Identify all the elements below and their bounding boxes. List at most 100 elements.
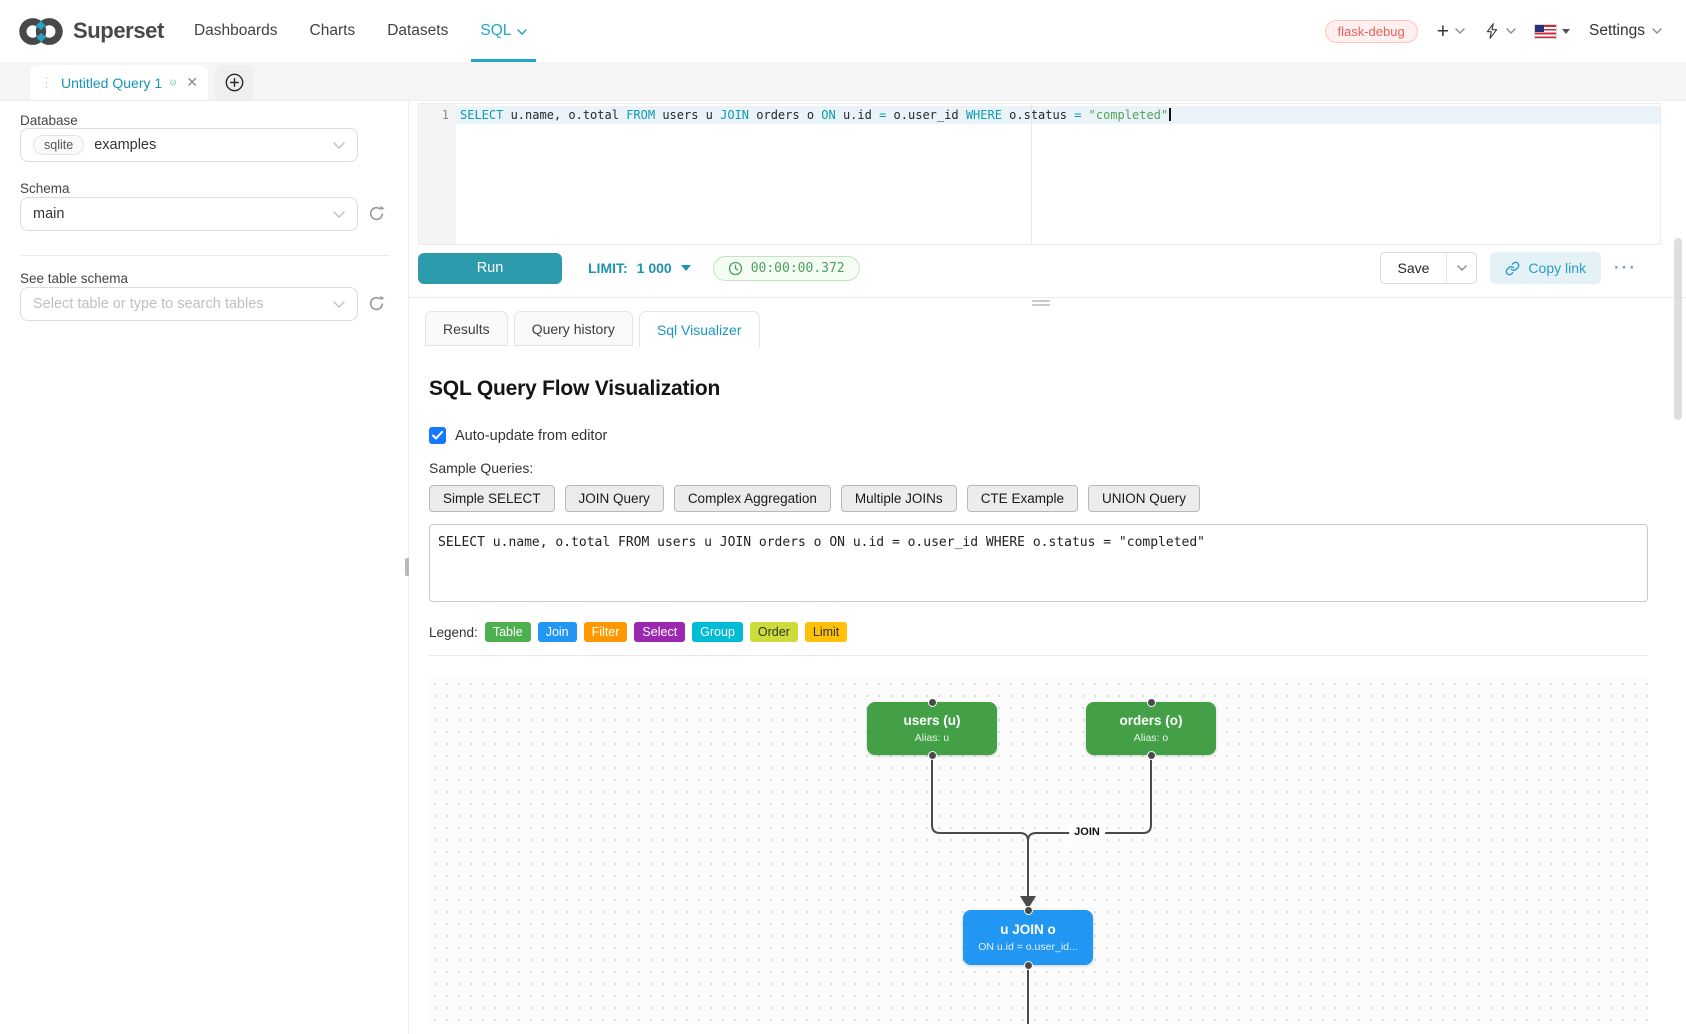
page-scrollbar-thumb[interactable] — [1674, 238, 1682, 420]
node-handle-bottom[interactable] — [1146, 750, 1156, 760]
node-handle-top[interactable] — [927, 697, 937, 707]
editor-code-area[interactable]: SELECT u.name, o.total FROM users u JOIN… — [456, 104, 1660, 244]
node-title: u JOIN o — [1000, 922, 1056, 937]
auto-update-checkbox-row[interactable]: Auto-update from editor — [429, 427, 1648, 444]
nav-item-datasets[interactable]: Datasets — [371, 0, 464, 62]
node-handle-top[interactable] — [1146, 697, 1156, 707]
query-timer: 00:00:00.372 — [712, 255, 860, 281]
node-handle-bottom[interactable] — [1023, 960, 1033, 970]
flow-node-users[interactable]: users (u)Alias: u — [867, 697, 997, 760]
database-select[interactable]: sqlite examples — [20, 128, 358, 162]
nav-item-label: Datasets — [387, 22, 449, 39]
tab-query-history[interactable]: Query history — [513, 311, 633, 346]
sql-token-kw: FROM — [626, 108, 656, 122]
database-label: Database — [20, 113, 78, 128]
query-tab-title: Untitled Query 1 — [61, 74, 163, 91]
refresh-tables-button[interactable] — [368, 295, 385, 312]
limit-dropdown[interactable]: LIMIT: 1 000 — [588, 260, 691, 276]
legend-badge-filter: Filter — [583, 622, 628, 642]
arrowhead — [1020, 896, 1036, 909]
database-engine-badge: sqlite — [33, 135, 85, 155]
nav-menu: Dashboards Charts Datasets SQL — [178, 0, 543, 62]
nav-item-label: Dashboards — [193, 22, 278, 39]
node-title: orders (o) — [1119, 713, 1183, 728]
more-menu-button[interactable]: ··· — [1614, 258, 1637, 277]
brand-name: Superset — [73, 18, 164, 43]
edges-svg — [931, 755, 1152, 1024]
save-button[interactable]: Save — [1397, 260, 1430, 276]
nav-item-dashboards[interactable]: Dashboards — [178, 0, 294, 62]
close-tab-icon[interactable]: ✕ — [186, 74, 198, 90]
flow-diagram-canvas[interactable]: JOIN users (u)Alias: u orders (o) Alias: o… — [429, 678, 1648, 1024]
sample-query-button-multiple-joins[interactable]: Multiple JOINs — [840, 485, 957, 512]
legend-badge-group: Group — [692, 622, 743, 642]
superset-infinity-icon — [19, 17, 63, 45]
line-number: 1 — [441, 108, 449, 122]
sample-query-button-complex-aggregation[interactable]: Complex Aggregation — [673, 485, 831, 512]
query-input[interactable]: SELECT u.name, o.total FROM users u JOIN… — [429, 524, 1648, 602]
clock-icon — [728, 261, 742, 275]
node-subtitle: Alias: u — [914, 732, 950, 744]
table-select-placeholder: Select table or type to search tables — [33, 296, 264, 312]
copy-link-button[interactable]: Copy link — [1490, 252, 1602, 284]
settings-menu[interactable]: Settings — [1589, 22, 1662, 40]
node-handle-bottom[interactable] — [927, 750, 937, 760]
editor-gutter: 1 — [419, 104, 456, 244]
new-item-dropdown[interactable]: + — [1437, 21, 1465, 42]
refresh-schemas-button[interactable] — [368, 205, 385, 222]
query-search-dropdown[interactable] — [1484, 22, 1516, 40]
node-handle-top[interactable] — [1023, 905, 1033, 915]
chevron-down-icon — [333, 210, 345, 218]
sample-queries-label: Sample Queries: — [429, 460, 534, 476]
sql-token-kw: = — [879, 108, 887, 122]
south-pane-divider — [409, 297, 1686, 298]
tab-sql-visualizer[interactable]: Sql Visualizer — [638, 311, 760, 348]
code-line: SELECT u.name, o.total FROM users u JOIN… — [456, 106, 1660, 124]
flow-node-orders[interactable]: orders (o) Alias: o — [1086, 697, 1216, 760]
sample-query-button-cte-example[interactable]: CTE Example — [966, 485, 1078, 512]
legend-badge-join: Join — [537, 622, 577, 642]
sql-token-str: "completed" — [1088, 108, 1169, 122]
schema-select[interactable]: main — [20, 197, 358, 231]
refresh-icon — [369, 205, 385, 221]
tab-results[interactable]: Results — [425, 311, 508, 346]
sql-token-plain: o.user_id — [886, 108, 966, 122]
sample-query-button-union-query[interactable]: UNION Query — [1087, 485, 1200, 512]
editor-toolbar: Run LIMIT: 1 000 00:00:00.372 Save Copy … — [418, 251, 1661, 285]
run-button[interactable]: Run — [418, 252, 562, 284]
sql-editor[interactable]: 1 SELECT u.name, o.total FROM users u JO… — [418, 103, 1661, 245]
sample-query-button-simple-select[interactable]: Simple SELECT — [429, 485, 555, 512]
superset-logo[interactable]: Superset — [18, 16, 164, 47]
nav-item-sql[interactable]: SQL — [464, 0, 543, 62]
save-options-button[interactable] — [1446, 253, 1476, 283]
timer-value: 00:00:00.372 — [750, 260, 845, 276]
sql-token-kw: WHERE — [965, 108, 1002, 122]
lightning-icon — [1486, 23, 1498, 39]
query-tab-bar: ⋮ Untitled Query 1 ✕ — [0, 62, 1686, 101]
legend-badge-table: Table — [484, 622, 531, 642]
active-line-highlight — [456, 106, 1660, 124]
visualizer-title: SQL Query Flow Visualization — [429, 377, 721, 400]
language-picker[interactable] — [1533, 23, 1570, 39]
chevron-down-icon — [1652, 28, 1662, 34]
auto-update-checkbox[interactable] — [429, 427, 446, 444]
chevron-down-icon — [1455, 28, 1465, 34]
panel-resize-handle[interactable] — [405, 558, 410, 576]
pane-resize-handle[interactable] — [1032, 298, 1050, 308]
editor-print-margin — [1031, 104, 1032, 244]
query-tab[interactable]: ⋮ Untitled Query 1 ✕ — [30, 65, 208, 100]
join-edge-label: JOIN — [1069, 824, 1105, 841]
add-tab-button[interactable] — [215, 65, 253, 100]
node-subtitle: Alias: o — [1133, 732, 1169, 744]
limit-value: 1 000 — [636, 260, 672, 276]
table-select[interactable]: Select table or type to search tables — [20, 287, 358, 321]
chevron-down-icon — [1506, 28, 1516, 34]
chevron-down-icon — [517, 29, 528, 35]
sql-token-plain: o.status — [1001, 108, 1075, 122]
sidebar-divider — [20, 255, 390, 256]
sample-query-button-join-query[interactable]: JOIN Query — [564, 485, 664, 512]
legend-badge-order: Order — [749, 622, 798, 642]
nav-item-charts[interactable]: Charts — [294, 0, 372, 62]
copy-link-label: Copy link — [1528, 260, 1587, 276]
